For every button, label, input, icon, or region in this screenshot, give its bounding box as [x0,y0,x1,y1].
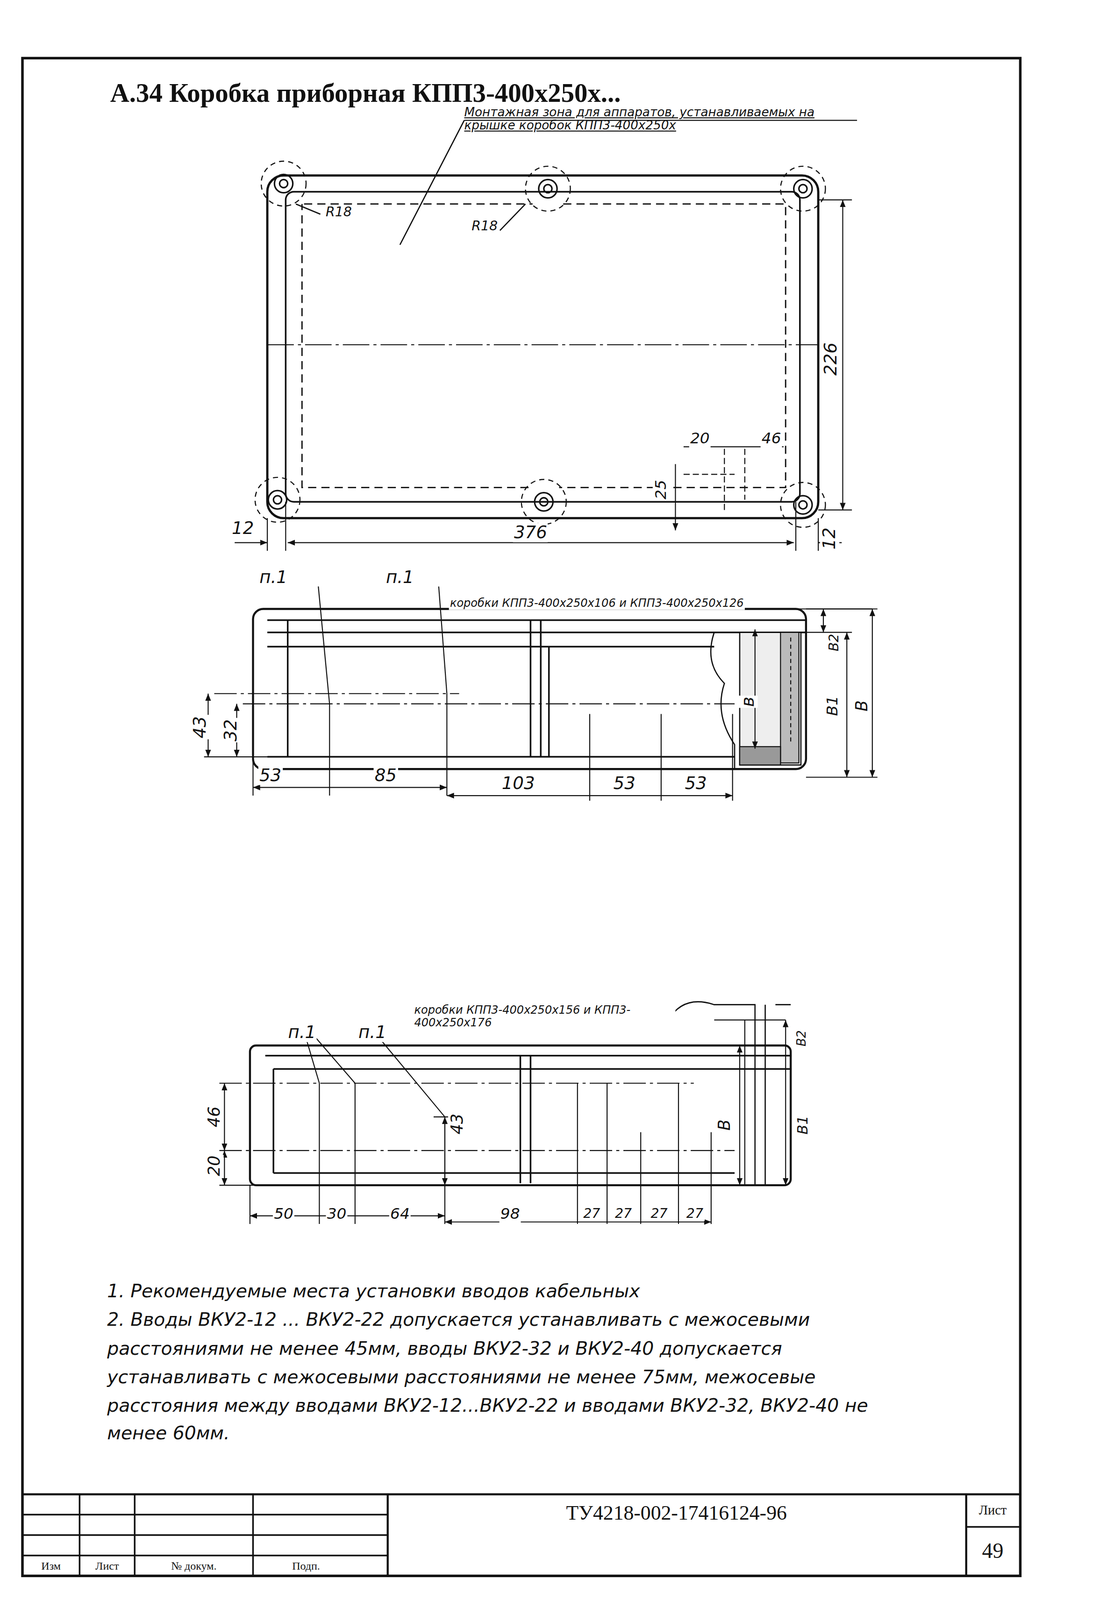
dimension: 376 [513,522,549,543]
table-cell: Лист [95,1559,119,1572]
table-cell: Изм [41,1559,61,1572]
dimension: 32 [221,718,241,743]
dimension: 43 [448,1113,466,1136]
table-cell: № докум. [171,1559,217,1572]
box-note: коробки КПП3-400х250х156 и КПП3-400х250х… [413,1005,676,1030]
dimension: В2 [795,1029,809,1048]
dimension: 27 [685,1206,705,1222]
dimension: в [738,695,758,708]
dimension: 20 [689,430,711,448]
dimension: 12 [230,519,256,539]
dimension: 226 [821,341,841,377]
callout-number: п.1 [286,1022,317,1043]
table-cell: 49 [982,1540,1004,1564]
table-cell: Подп. [292,1559,321,1572]
box-note: коробки КПП3-400х250х106 и КПП3-400х250х… [449,597,745,610]
dimension: 43 [190,715,210,740]
dimension: 27 [649,1206,669,1222]
callout-note: Монтажная зона для аппаратов, устанавлив… [464,106,863,134]
radius-label: R18 [324,205,353,220]
note: 1. Рекомендуемые места установки вводов … [107,1277,924,1307]
dimension: 53 [258,765,283,786]
dimension: 50 [272,1205,295,1223]
radius-label: R18 [470,219,499,234]
note: 2. Вводы ВКУ2-12 ... ВКУ2-22 допускается… [107,1306,883,1449]
dimension: 46 [205,1105,223,1129]
dimension: 20 [205,1154,223,1178]
dimension: 98 [499,1205,522,1223]
dimension: 64 [389,1205,411,1223]
dimension: 25 [652,478,670,501]
dimension: В [853,699,872,713]
callout-number: п.1 [385,567,415,587]
dimension: 53 [683,773,708,793]
dimension: В1 [795,1114,812,1136]
dimension: 85 [373,765,399,786]
dimension: В2 [827,633,842,653]
dimension: 12 [820,526,840,551]
document-code: ТУ4218-002-17416124-96 [565,1501,787,1525]
dimension: 27 [614,1206,633,1222]
dimension: В [715,1118,734,1132]
dimension: 53 [612,773,637,793]
dimension: В1 [824,694,842,718]
callout-number: п.1 [357,1022,388,1043]
dimension: 27 [582,1206,601,1222]
table-cell: Лист [978,1503,1007,1519]
dimension: 30 [325,1205,348,1223]
page-title: А.34 Коробка приборная КПП3-400х250х... [110,79,622,109]
dimension: 46 [760,430,783,448]
dimension: 103 [500,773,536,793]
callout-number: п.1 [258,567,289,587]
